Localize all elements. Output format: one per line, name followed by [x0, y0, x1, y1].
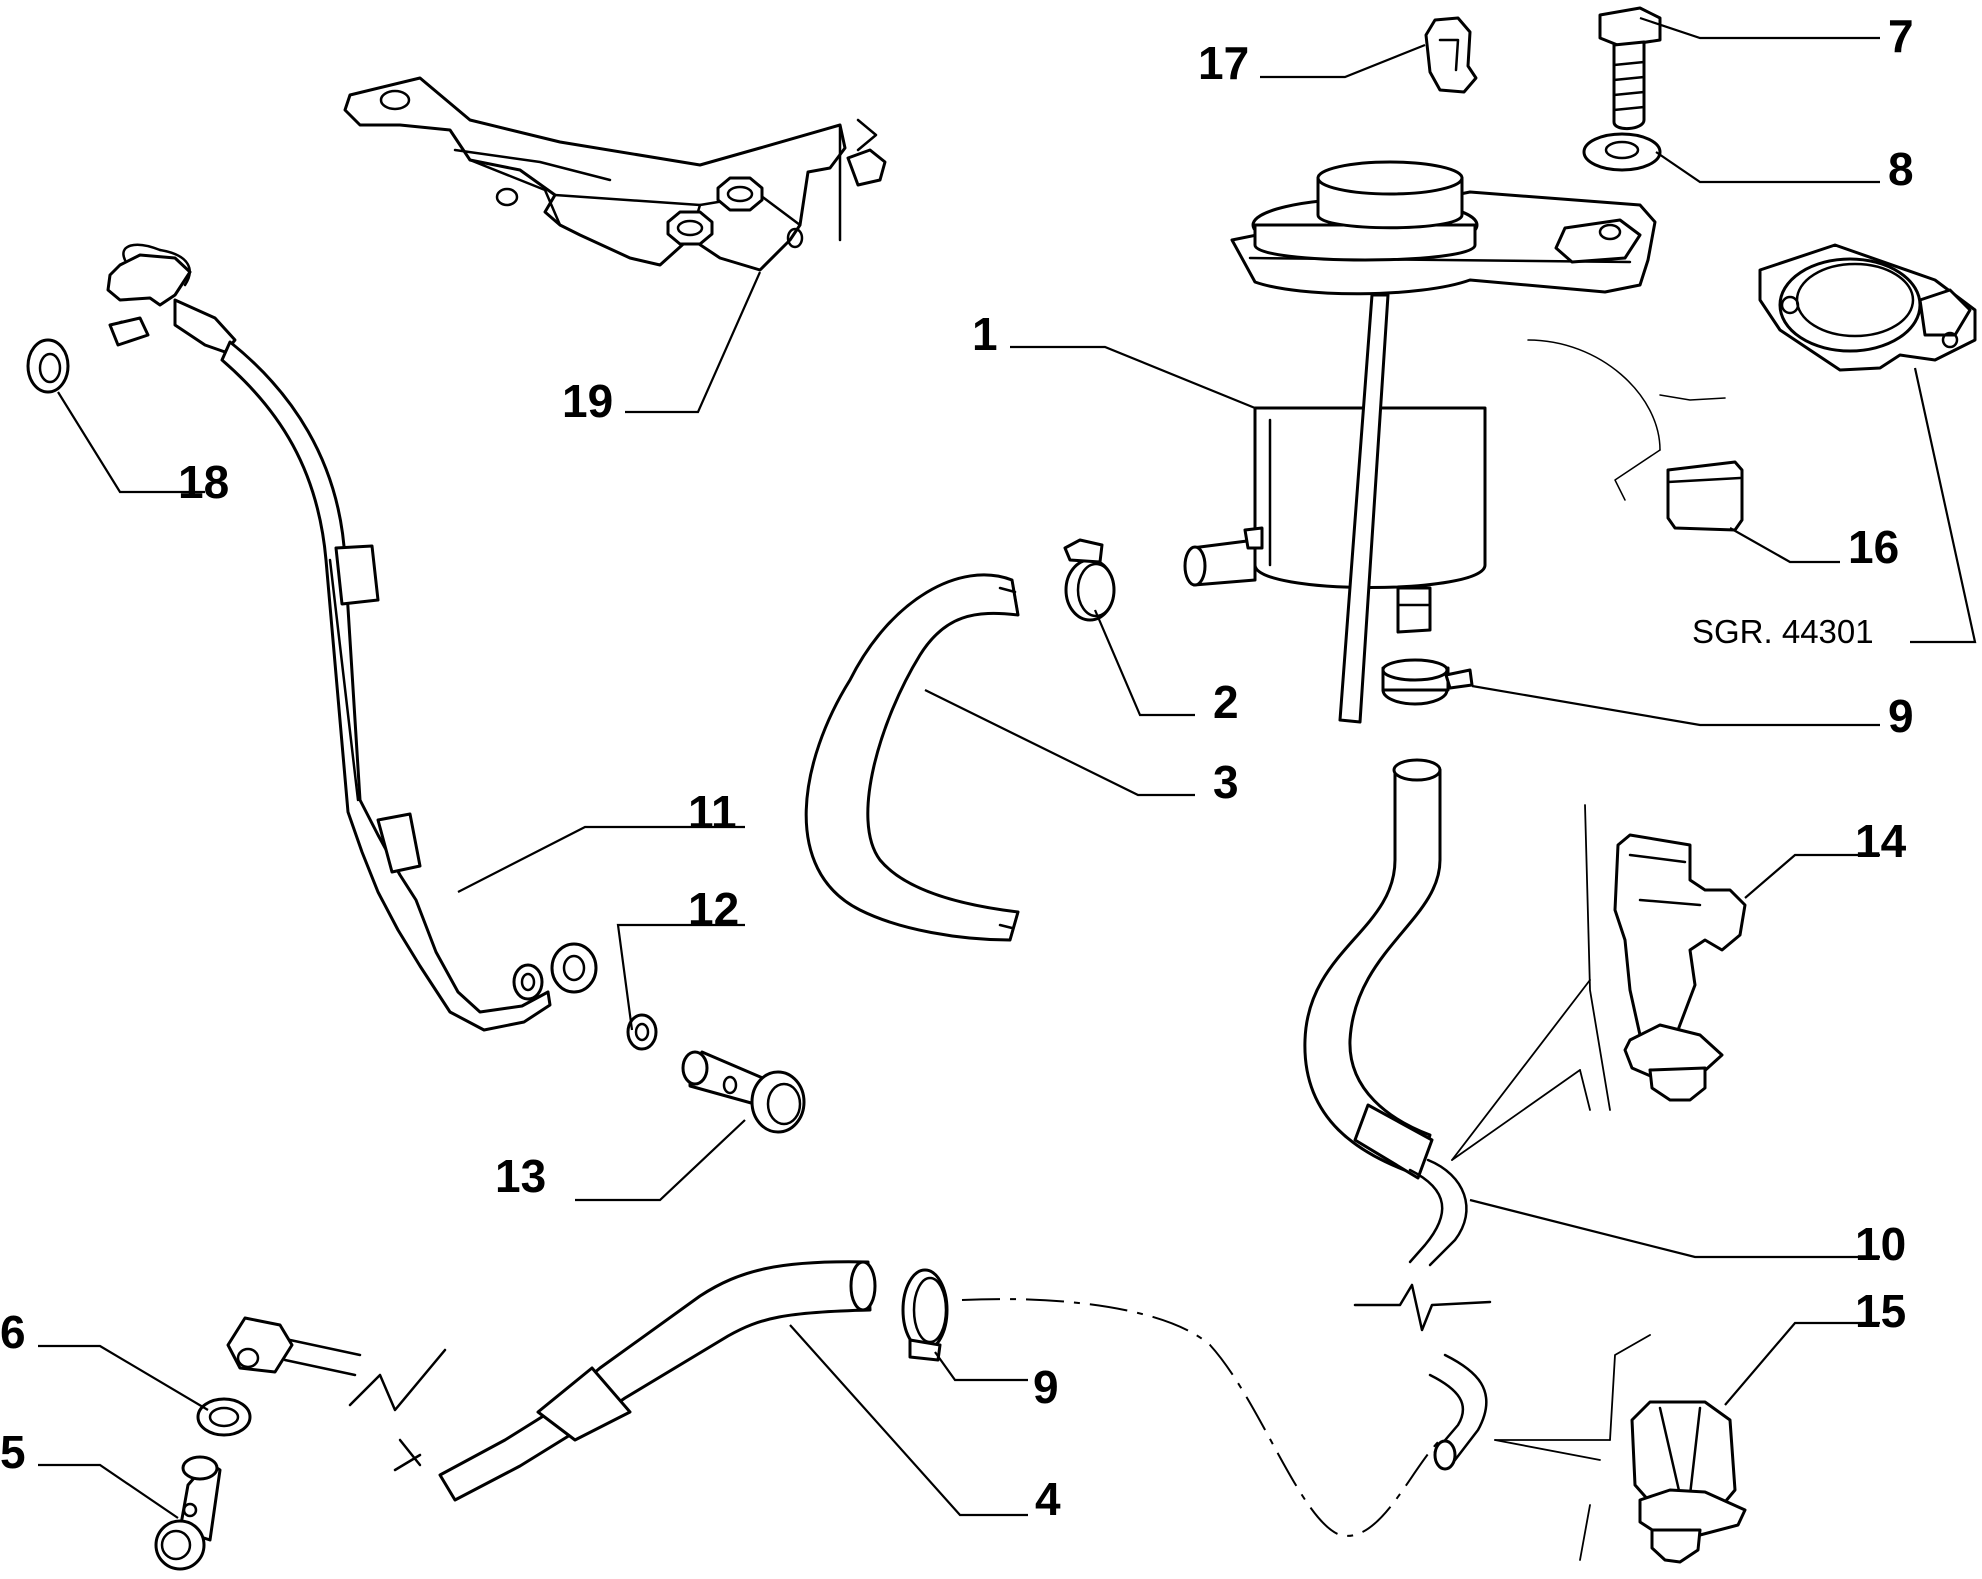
- callout-11: 11: [688, 786, 737, 838]
- leader-lines: [38, 16, 1977, 1519]
- part-17-clip: [1424, 16, 1478, 94]
- callout-17: 17: [1198, 37, 1249, 89]
- callout-9-lower: 9: [1033, 1361, 1059, 1413]
- part-3-return-hose: [804, 573, 1020, 942]
- callout-14: 14: [1855, 815, 1907, 867]
- part-2-clamp: [1063, 538, 1116, 622]
- part-9-clamp-lower: [901, 1268, 949, 1362]
- part-7-bolt: [1598, 6, 1662, 130]
- callout-13: 13: [495, 1150, 546, 1202]
- part-18-washer: [26, 338, 70, 394]
- part-9-clamp-upper: [1381, 658, 1474, 706]
- callout-19: 19: [562, 375, 613, 427]
- part-10-suction-hose: [1303, 758, 1492, 1471]
- part-6-pipe-end: [196, 1316, 362, 1437]
- callout-18: 18: [178, 456, 229, 508]
- callout-15: 15: [1855, 1285, 1906, 1337]
- callout-1: 1: [972, 308, 998, 360]
- part-11-pressure-hose: [106, 243, 598, 1032]
- part-14-holder-clip: [1613, 833, 1747, 1102]
- callout-5: 5: [0, 1426, 26, 1478]
- part-13-banjo-bolt: [681, 1050, 806, 1134]
- callout-labels: 1 2 3 4 5 6 7 8 9 9 10 11 12 13 14 15 16…: [0, 10, 1914, 1525]
- part-15-holder-clip: [1630, 1400, 1747, 1564]
- callout-12: 12: [688, 883, 739, 935]
- callout-2: 2: [1213, 676, 1239, 728]
- part-12-washers: [512, 963, 658, 1051]
- callout-7: 7: [1888, 10, 1914, 62]
- part-5-banjo-bolt: [154, 1455, 222, 1571]
- callout-3: 3: [1213, 756, 1239, 808]
- callout-10: 10: [1855, 1218, 1906, 1270]
- reference-code: SGR. 44301: [1692, 613, 1874, 650]
- part-19-bracket: [343, 76, 887, 272]
- callout-4: 4: [1035, 1473, 1061, 1525]
- part-16-pad: [1666, 460, 1744, 532]
- callout-8: 8: [1888, 143, 1914, 195]
- part-1-reservoir: [1183, 160, 1657, 724]
- part-4-delivery-line: [348, 1260, 877, 1502]
- callout-16: 16: [1848, 521, 1899, 573]
- sgr-44301-flange: [1758, 243, 1977, 372]
- callout-6: 6: [0, 1306, 26, 1358]
- part-8-washer: [1582, 132, 1662, 172]
- callout-9-upper: 9: [1888, 690, 1914, 742]
